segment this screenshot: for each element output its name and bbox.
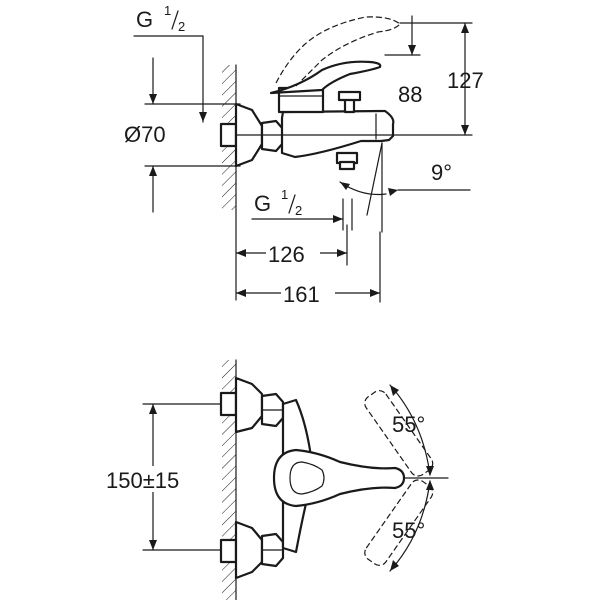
dim-127-arrow-top [461, 23, 469, 33]
spacing-arrow-bottom [149, 540, 157, 550]
thread-outlet-denominator: 2 [295, 203, 302, 218]
thread-top-label: G [136, 7, 153, 32]
angle-lower-label: 55° [392, 518, 425, 543]
dia-arrow-top [149, 94, 157, 104]
thread-outlet-numerator: 1 [281, 187, 288, 202]
angle-arrow-lower-tip [390, 560, 399, 571]
dim-127-arrow-bottom [461, 125, 469, 135]
dim-88-label: 88 [398, 82, 422, 107]
angle-arrow-upper-end [426, 466, 434, 476]
dim-127-label: 127 [447, 68, 484, 93]
spout-angled-axis [366, 142, 383, 216]
thread-top-arrow [199, 112, 207, 122]
dia-label: Ø70 [124, 122, 166, 147]
dim-126-arrow-right [337, 249, 347, 257]
side-view: G 1 2 Ø70 [124, 3, 484, 307]
dim-126-label-bg [266, 240, 320, 266]
thread-top-numerator: 1 [164, 3, 171, 18]
dim-161-arrow-right [370, 289, 380, 297]
dim-161-arrow-left [236, 289, 246, 297]
front-view: 150±15 55° 55° [104, 359, 449, 600]
angle-arrow-lower-end [426, 480, 434, 490]
angle-label: 9° [431, 160, 452, 185]
escutcheon-upper [234, 376, 264, 434]
spacing-label: 150±15 [106, 468, 179, 493]
spacing-arrow-top [149, 404, 157, 414]
outlet-nipple-b [338, 160, 356, 171]
hex-nut-side [260, 119, 285, 153]
angle-arc-upper [389, 384, 431, 476]
dim-126-label: 126 [268, 242, 305, 267]
angle-arrow-left [340, 182, 350, 190]
angle-arrow-right [388, 188, 398, 196]
inlet-fitting-lower [219, 538, 238, 564]
inlet-fitting-side [219, 122, 238, 148]
diverter-knob [337, 90, 362, 102]
handle-ghost-upper [364, 479, 434, 566]
spacing-label-bg [104, 466, 202, 492]
lever-handle-front-inner [289, 461, 325, 495]
handle-ghost-lower [364, 390, 434, 477]
thread-top-fraction-bar [171, 10, 179, 30]
inlet-fitting-upper [219, 391, 238, 417]
thread-top-denominator: 2 [178, 19, 185, 34]
dim-126-arrow-left [236, 249, 246, 257]
dia-arrow-bottom [149, 166, 157, 176]
thread-outlet-arrow [333, 215, 343, 223]
escutcheon-lower [234, 520, 264, 580]
angle-arrow-upper-tip [390, 385, 399, 396]
dim-161-label: 161 [283, 282, 320, 307]
dim-161-label-bg [281, 280, 335, 306]
mixer-body-side [280, 109, 395, 159]
angle-arc-lower [389, 480, 431, 572]
lever-handle-side [269, 60, 382, 95]
lever-handle-raised-ghost [275, 16, 401, 87]
angle-upper-label: 55° [392, 412, 425, 437]
dim-88-arrow [408, 45, 416, 55]
thread-outlet-fraction-bar [288, 194, 296, 214]
lever-handle-front [272, 448, 406, 508]
thread-outlet-label: G [254, 191, 271, 216]
